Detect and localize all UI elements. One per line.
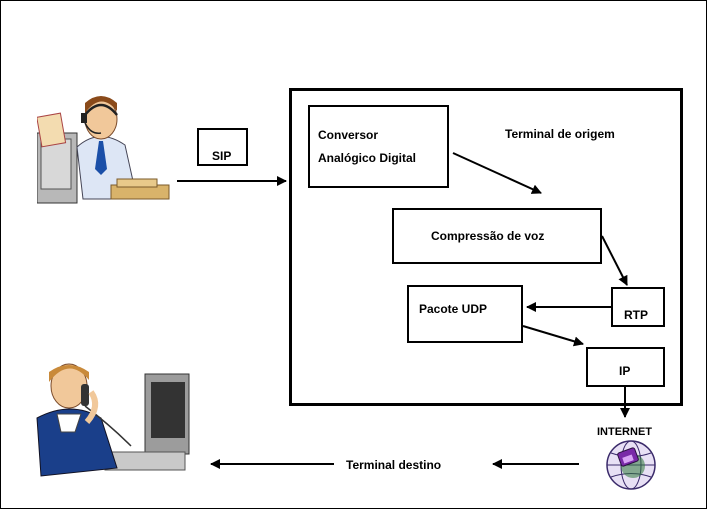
converter-label-line1: Conversor bbox=[318, 128, 379, 142]
arrow-converter-to-compression bbox=[452, 152, 542, 194]
person-on-phone-at-computer-icon bbox=[31, 356, 191, 481]
ip-box bbox=[586, 347, 665, 387]
terminal-origin-label: Terminal de origem bbox=[505, 127, 615, 141]
sip-label: SIP bbox=[212, 149, 232, 163]
ip-label: IP bbox=[619, 364, 631, 378]
internet-label: INTERNET bbox=[597, 426, 652, 438]
person-with-headset-at-computer-icon bbox=[37, 89, 177, 209]
converter-box bbox=[308, 105, 449, 188]
voice-compression-label: Compressão de voz bbox=[431, 229, 545, 243]
rtp-label: RTP bbox=[624, 308, 648, 322]
arrow-compression-to-rtp bbox=[601, 235, 628, 286]
converter-label-line2: Analógico Digital bbox=[318, 151, 417, 165]
udp-packet-box bbox=[407, 285, 523, 343]
arrow-udp-to-ip bbox=[522, 325, 584, 347]
terminal-destination-label: Terminal destino bbox=[346, 458, 442, 472]
udp-packet-label: Pacote UDP bbox=[419, 302, 488, 316]
sip-box bbox=[197, 128, 248, 166]
voice-compression-box bbox=[392, 208, 602, 264]
rtp-box bbox=[611, 287, 665, 327]
globe-network-icon bbox=[606, 440, 656, 490]
